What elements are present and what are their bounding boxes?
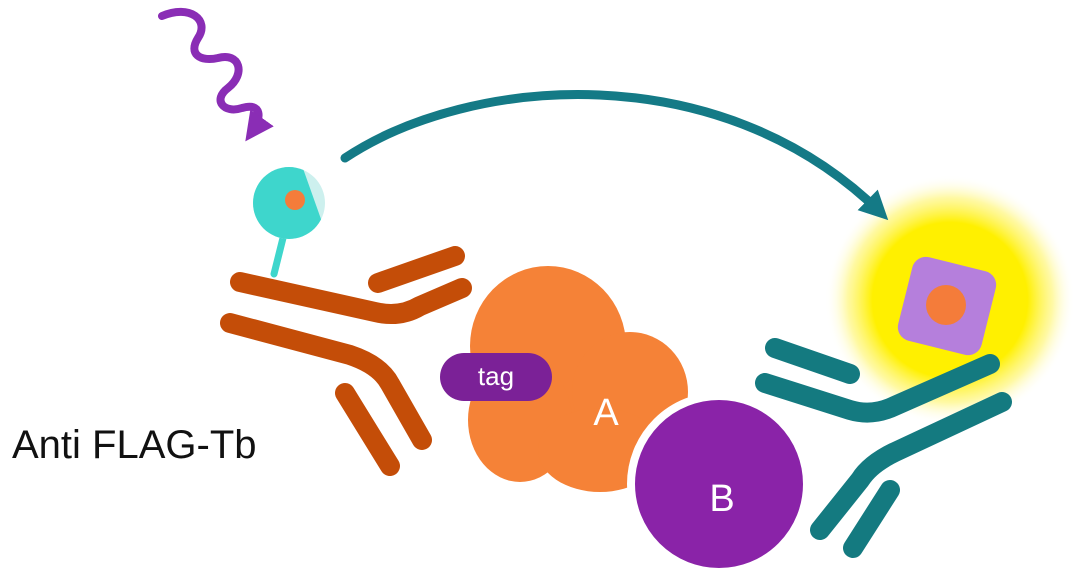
protein-b-label: B bbox=[709, 478, 734, 520]
acceptor-core bbox=[926, 285, 966, 325]
protein-b bbox=[627, 392, 811, 576]
anti-flag-antibody bbox=[220, 246, 472, 476]
tag-label: tag bbox=[478, 361, 514, 391]
energy-transfer-arrow bbox=[340, 90, 889, 221]
anti-flag-tb-label: Anti FLAG-Tb bbox=[12, 423, 257, 467]
acceptor-antibody bbox=[755, 338, 1012, 558]
terbium-donor bbox=[253, 167, 325, 278]
donor-linker bbox=[270, 234, 287, 278]
tag-pill bbox=[440, 353, 552, 401]
excitation-light-wave bbox=[158, 7, 274, 142]
protein-a-label: A bbox=[593, 392, 619, 434]
donor-core bbox=[285, 190, 305, 210]
acceptor-fluorophore bbox=[897, 256, 997, 356]
